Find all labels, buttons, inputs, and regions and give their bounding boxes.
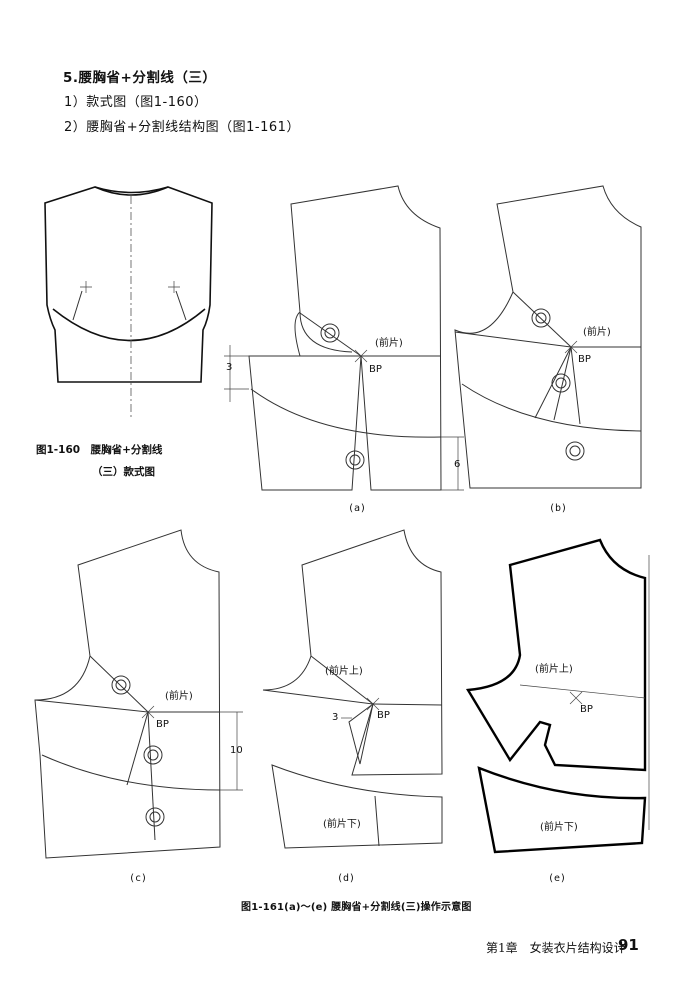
figure-160-caption-line1: 图1-160 腰胸省+分割线: [36, 444, 163, 456]
figure-161-caption: 图1-161(a)～(e) 腰胸省+分割线(三)操作示意图: [241, 902, 472, 913]
panel-c-bp-label: BP: [156, 719, 169, 730]
panel-a-dim-3: 3: [226, 362, 233, 373]
panel-d-dim-3: 3: [332, 712, 339, 723]
figure-160-caption-line2: （三）款式图: [92, 466, 155, 478]
list-item-structure-figure: 2）腰胸省+分割线结构图（图1-161）: [64, 120, 300, 135]
panel-b: [454, 185, 642, 489]
panel-e-lower-label: (前片下): [540, 822, 578, 833]
panel-b-front-label: (前片): [583, 327, 611, 338]
panel-e-sublabel: (e): [548, 873, 567, 884]
panel-e-bp-label: BP: [580, 704, 593, 715]
panel-d-upper-label: (前片上): [325, 666, 363, 677]
style-sketch: [44, 186, 213, 420]
section-heading: 5.腰胸省+分割线（三）: [63, 70, 217, 86]
panel-d: [262, 529, 443, 849]
panel-d-sublabel: (d): [337, 873, 356, 884]
footer-chapter-title: 第1章 女装衣片结构设计: [486, 941, 626, 955]
panel-e: [465, 538, 650, 854]
panel-a-dim-6: 6: [454, 459, 461, 470]
panel-b-sublabel: (b): [549, 503, 568, 514]
panel-a-sublabel: (a): [348, 503, 367, 514]
panel-d-lower-label: (前片下): [323, 819, 361, 830]
panel-e-upper-label: (前片上): [535, 664, 573, 675]
panel-c-dim-10: 10: [230, 745, 243, 756]
panel-c: [34, 529, 243, 859]
list-item-style-figure: 1）款式图（图1-160）: [64, 95, 208, 110]
panel-a-front-label: (前片): [375, 338, 403, 349]
footer-page-number: 91: [618, 936, 639, 954]
panel-a-bp-label: BP: [369, 364, 382, 375]
panel-c-front-label: (前片): [165, 691, 193, 702]
panel-d-bp-label: BP: [377, 710, 390, 721]
panel-a: [224, 185, 464, 491]
panel-b-bp-label: BP: [578, 354, 591, 365]
panel-c-sublabel: (c): [129, 873, 148, 884]
